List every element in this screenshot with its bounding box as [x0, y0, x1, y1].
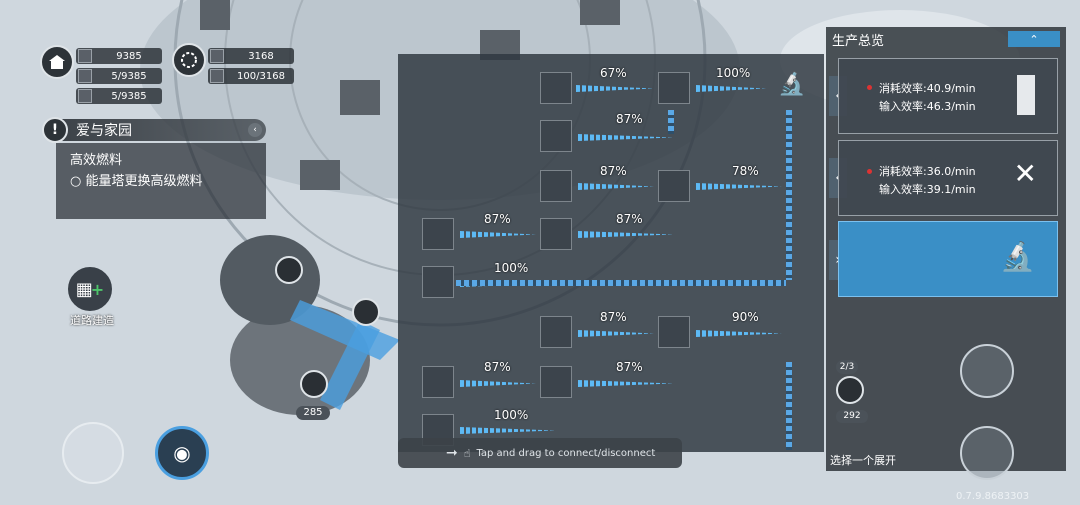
tower-icon: [1017, 75, 1035, 115]
quest-detail: 高效燃料 ○ 能量塔更换高级燃料: [56, 143, 266, 219]
worker-icon[interactable]: [275, 256, 303, 284]
heat-icon: [210, 49, 224, 63]
home-icon[interactable]: [40, 45, 74, 79]
quest-task: 高效燃料: [70, 153, 123, 168]
quest-header[interactable]: ! 爱与家园 ‹: [42, 117, 266, 143]
connection-line: [668, 110, 674, 134]
connection-line: [786, 362, 792, 450]
potato-icon[interactable]: [540, 316, 572, 348]
flow-arrow: [578, 134, 674, 141]
road-icon: ▦: [75, 278, 93, 300]
status-dot: [867, 169, 872, 174]
flow-arrow: [460, 231, 536, 238]
side-panel-title: 生产总览: [832, 33, 885, 49]
exclamation-icon: !: [42, 117, 68, 143]
camera-button[interactable]: ◉: [155, 426, 209, 480]
fist-button[interactable]: [62, 422, 124, 484]
worker-icon[interactable]: [352, 298, 380, 326]
microscope-icon: 🔬: [1000, 240, 1035, 273]
production-card[interactable]: 消耗效率:36.0/min 输入效率:39.1/min ✕: [838, 140, 1058, 216]
version-label: 0.7.9.8683303: [956, 491, 1030, 502]
flow-arrow: [460, 427, 556, 434]
select-label: 选择一个展开: [830, 454, 896, 467]
chevron-left-icon: ‹: [835, 170, 841, 186]
road-build-button[interactable]: ▦ +: [66, 265, 114, 313]
flow-arrow: [460, 380, 536, 387]
flow-arrow: [578, 380, 674, 387]
steel-icon: [78, 89, 92, 103]
fork-knife-icon: ✕: [1013, 157, 1037, 190]
map-badge: 285: [296, 406, 330, 420]
connection-line: [786, 110, 792, 280]
log-icon[interactable]: [422, 266, 454, 298]
quest-subtask: ○ 能量塔更换高级燃料: [70, 174, 203, 189]
gear-button[interactable]: [960, 426, 1014, 480]
chevron-left-icon: ‹: [835, 88, 841, 104]
potato-icon[interactable]: [540, 170, 572, 202]
flow-arrow: [696, 330, 782, 337]
flow-arrow: [578, 183, 654, 190]
hint-bar: ➞ ☝ Tap and drag to connect/disconnect: [398, 438, 682, 468]
flow-arrow: [696, 85, 766, 92]
chevron-right-icon: ›: [835, 252, 841, 268]
right-badge-count: 292: [836, 410, 868, 423]
resource-row: 5/9385: [76, 68, 162, 84]
road-build-label: 道路建造: [70, 314, 114, 327]
production-card[interactable]: 消耗效率:40.9/min 输入效率:46.3/min: [838, 58, 1058, 134]
resource-row: 3168: [208, 48, 294, 64]
plus-icon: +: [90, 279, 105, 299]
hint-text: Tap and drag to connect/disconnect: [476, 447, 656, 459]
flow-arrow: [578, 231, 674, 238]
side-panel-header: 生产总览 ⌃: [826, 27, 1066, 51]
fuel-icon: [210, 69, 224, 83]
resource-row: 100/3168: [208, 68, 294, 84]
log-icon[interactable]: [422, 366, 454, 398]
resource-row: 9385: [76, 48, 162, 64]
canned-food-icon[interactable]: [658, 72, 690, 104]
microscope-icon[interactable]: 🔬: [778, 71, 806, 97]
toggle-button[interactable]: ⌃: [1008, 31, 1060, 47]
log-icon[interactable]: [540, 72, 572, 104]
flow-arrow: [578, 330, 654, 337]
wood-icon: [78, 69, 92, 83]
quest-title: 爱与家园: [76, 123, 132, 139]
plank-icon[interactable]: [540, 366, 572, 398]
flow-arrow: [696, 183, 782, 190]
mountain-button[interactable]: [960, 344, 1014, 398]
flow-arrow: [576, 85, 654, 92]
coal-icon: [78, 49, 92, 63]
book-icon[interactable]: [658, 170, 690, 202]
generator-icon[interactable]: [172, 43, 206, 77]
status-dot: [867, 85, 872, 90]
log-icon[interactable]: [540, 120, 572, 152]
resource-row: 5/9385: [76, 88, 162, 104]
book-icon[interactable]: [658, 316, 690, 348]
production-card-selected[interactable]: 🔬: [838, 221, 1058, 297]
production-panel[interactable]: 67% 100% 🔬 87% 87% 78% 87% 87% 100% 87% …: [398, 54, 824, 452]
log-icon[interactable]: [422, 218, 454, 250]
camera-icon: ◉: [173, 441, 191, 465]
worker-icon[interactable]: [836, 376, 864, 404]
worker-icon[interactable]: [300, 370, 328, 398]
hand-icon: ☝: [463, 446, 471, 460]
arrow-right-icon: ➞: [446, 445, 458, 461]
collapse-icon[interactable]: ‹: [248, 123, 262, 137]
right-badge: 2/3: [836, 360, 858, 374]
connection-line: [456, 280, 786, 286]
plank-icon[interactable]: [540, 218, 572, 250]
